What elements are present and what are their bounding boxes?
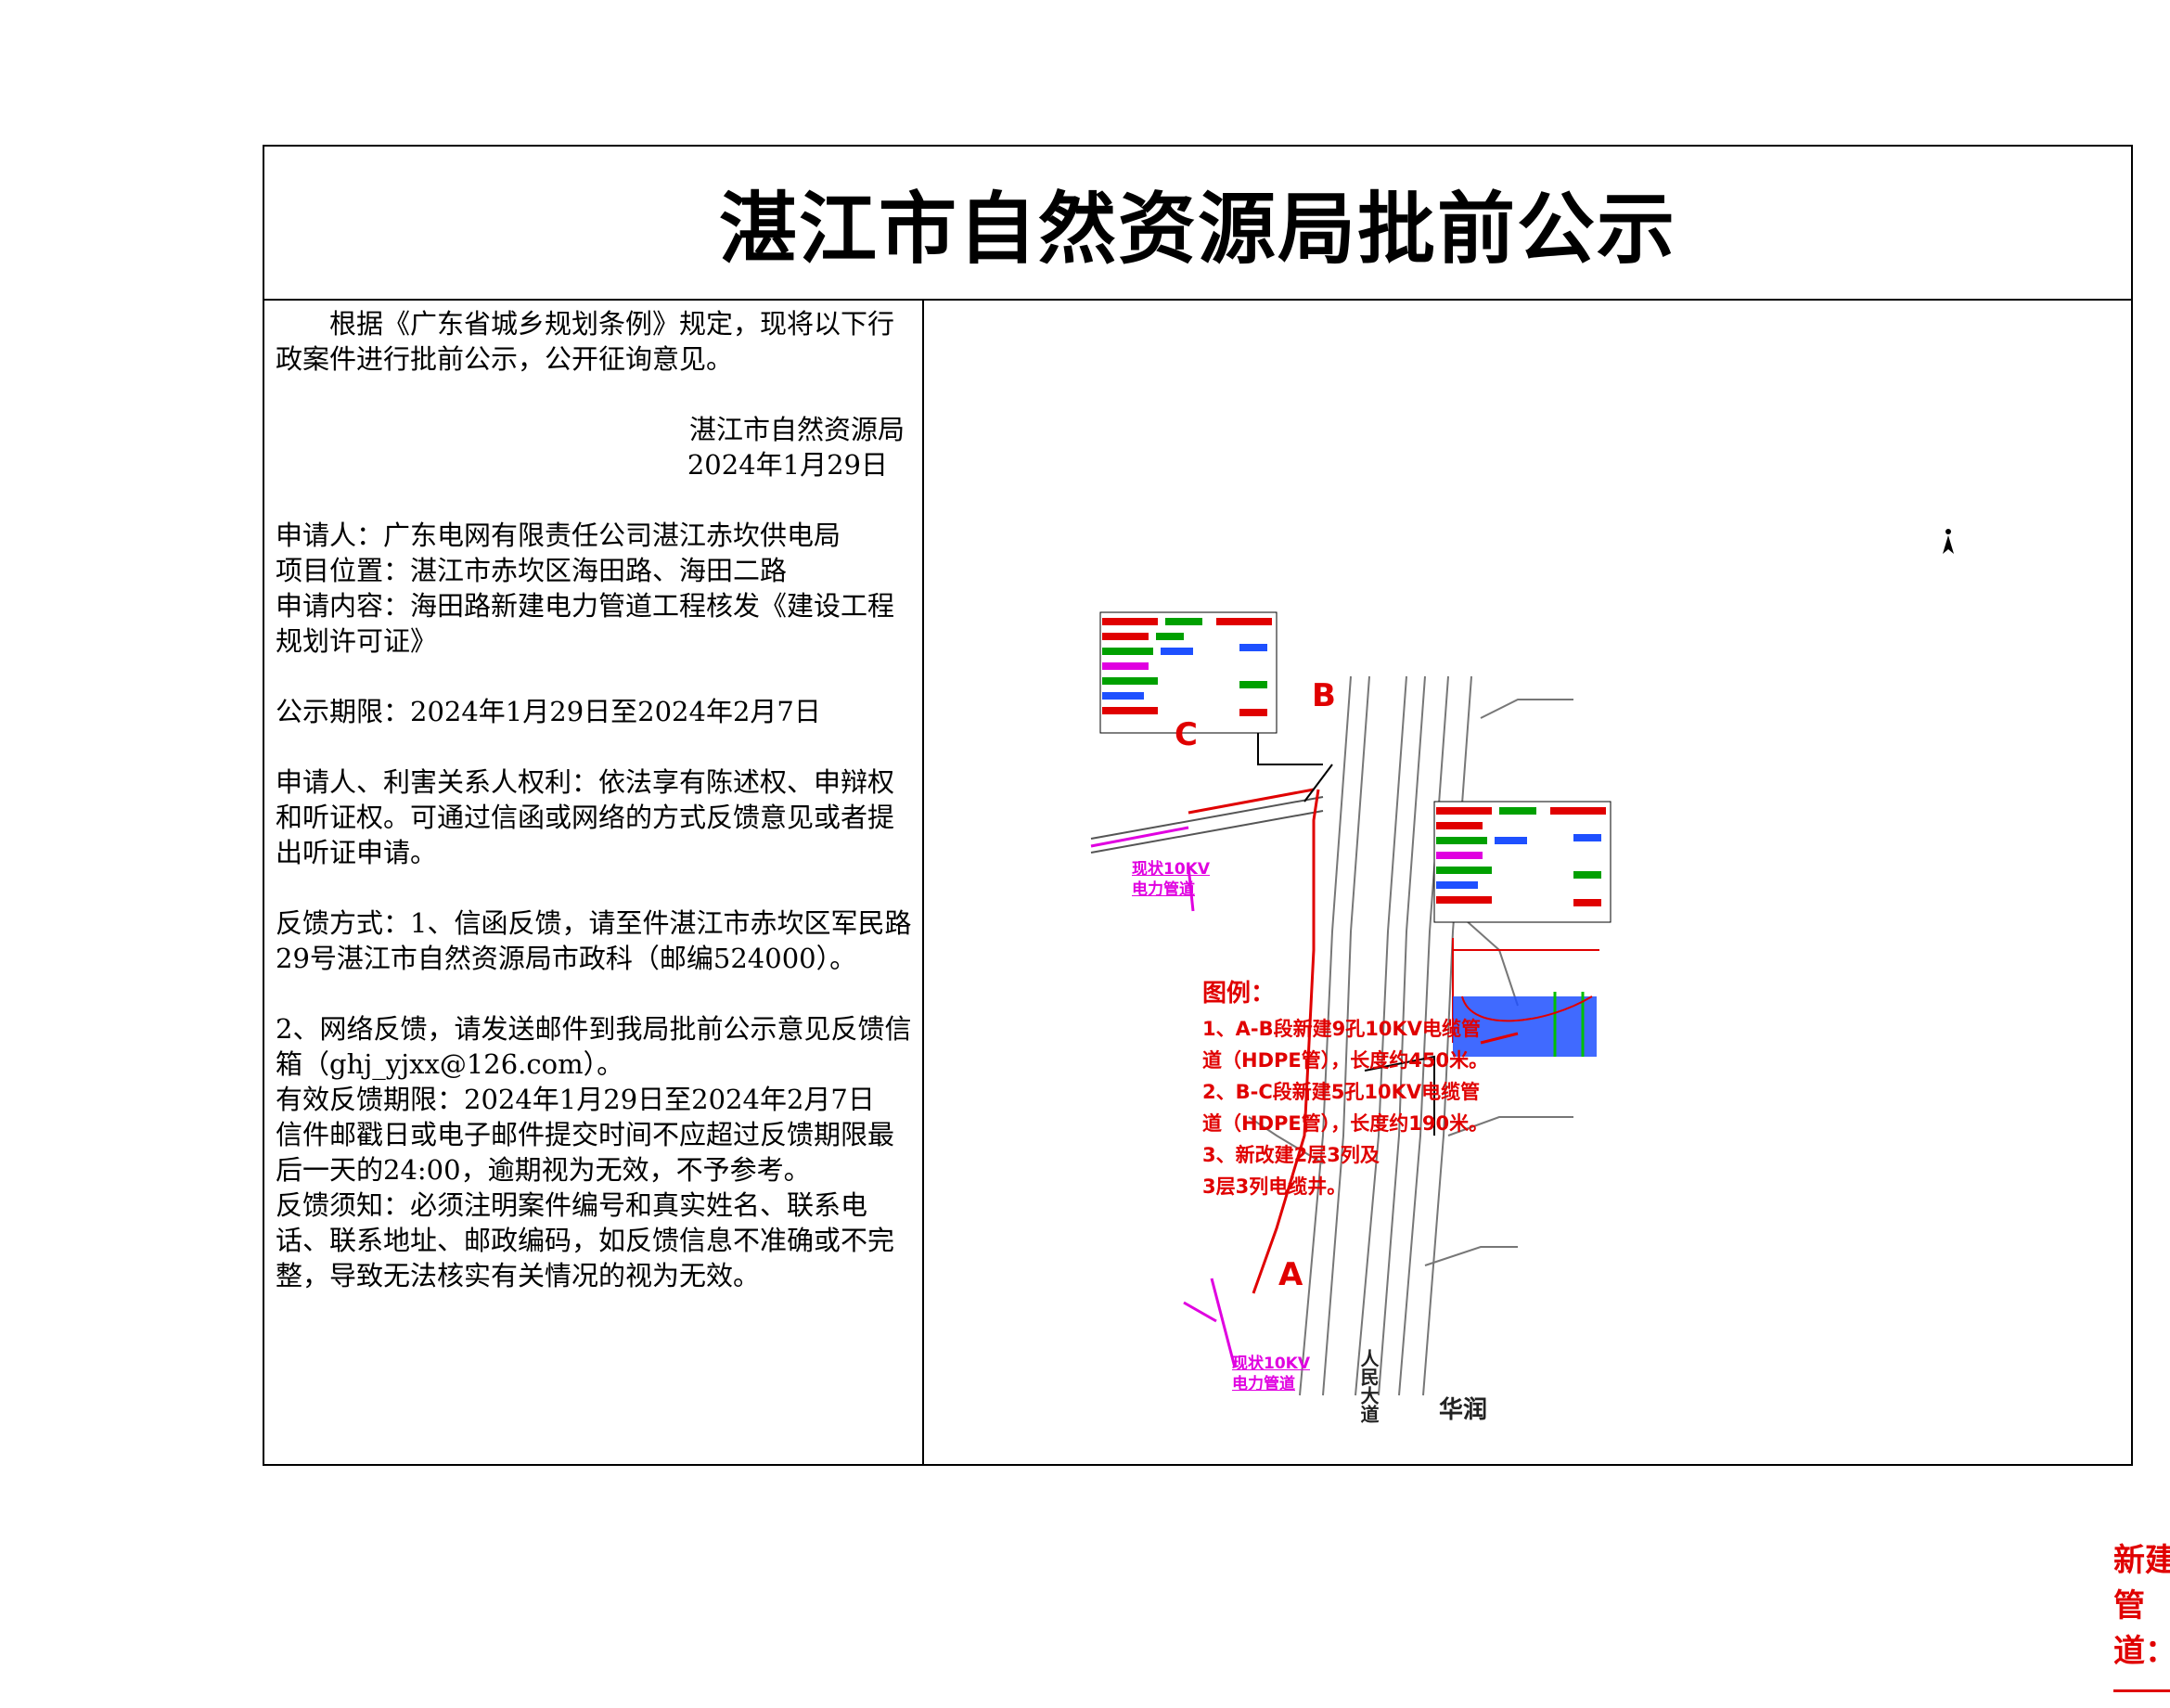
applicant: 申请人：广东电网有限责任公司湛江赤坎供电局 <box>276 520 841 551</box>
feedback-online: 2、网络反馈，请发送邮件到我局批前公示意见反馈信箱（ghj_yjxx@126.c… <box>276 1013 912 1080</box>
site-plan-drawing <box>1090 529 1954 1396</box>
project-location: 项目位置：湛江市赤坎区海田路、海田二路 <box>276 555 788 586</box>
rights-text: 申请人、利害关系人权利：依法享有陈述权、申辩权和听证权。可通过信函或网络的方式反… <box>276 766 895 868</box>
column-divider <box>922 299 924 1464</box>
title-row: 湛江市自然资源局批前公示 <box>264 147 2131 301</box>
legend-title: 图例： <box>1202 980 1276 1008</box>
legend-item: 2、B-C段新建5孔10KV电缆管 <box>1202 1081 1481 1103</box>
existing-pipe-label-bottom: 现状10KV 电力管道 <box>1232 1354 1310 1394</box>
existing-pipe <box>1090 826 1237 1368</box>
existing-pipe-label-2: 电力管道 <box>1232 1375 1295 1393</box>
issue-date: 2024年1月29日 <box>687 449 888 481</box>
point-b-label: B <box>1312 677 1336 714</box>
new-pipe-label: 新建管道： <box>2113 1542 2170 1670</box>
publicity-period: 公示期限：2024年1月29日至2024年2月7日 <box>276 696 821 727</box>
legend-item: 道（HDPE管），长度约450米。 <box>1202 1049 1489 1072</box>
existing-pipe-label-1: 现状10KV <box>1232 1355 1310 1373</box>
new-pipe-legend: 新建管道： <box>2113 1535 2170 1708</box>
road-label-huarun: 华润 <box>1439 1396 1488 1424</box>
postmark-rule: 信件邮戳日或电子邮件提交时间不应超过反馈期限最后一天的24:00，逾期视为无效，… <box>276 1119 895 1186</box>
legend-item: 3层3列电缆井。 <box>1202 1175 1347 1198</box>
existing-pipe-label-2: 电力管道 <box>1132 880 1195 899</box>
new-pipe <box>1188 788 1320 1294</box>
notice-text: 根据《广东省城乡规划条例》规定，现将以下行政案件进行批前公示，公开征询意见。 湛… <box>276 306 916 1293</box>
intro-text: 根据《广东省城乡规划条例》规定，现将以下行政案件进行批前公示，公开征询意见。 <box>276 308 895 375</box>
cable-well-section <box>1452 938 1599 1057</box>
issuer-name: 湛江市自然资源局 <box>688 414 905 445</box>
legend-item: 1、A-B段新建9孔10KV电缆管 <box>1202 1018 1481 1040</box>
legend: 图例： 1、A-B段新建9孔10KV电缆管 道（HDPE管），长度约450米。 … <box>1202 978 1488 1202</box>
valid-period: 有效反馈期限：2024年1月29日至2024年2月7日 <box>276 1084 875 1115</box>
cable-table-2 <box>1433 801 1611 923</box>
legend-item: 3、新改建2层3列及 <box>1202 1144 1380 1166</box>
notice-frame: 湛江市自然资源局批前公示 根据《广东省城乡规划条例》规定，现将以下行政案件进行批… <box>263 145 2170 1692</box>
side-road <box>1090 796 1324 854</box>
existing-pipe-label-1: 现状10KV <box>1132 860 1210 879</box>
point-c-label: C <box>1175 716 1198 753</box>
north-arrow-icon <box>1943 529 1954 554</box>
legend-item: 道（HDPE管），长度约190米。 <box>1202 1112 1489 1135</box>
site-plan-map: C B A 现状10KV 电力管道 现状10KV 电力管道 人民大道 华润 图例… <box>924 301 2170 1692</box>
feedback-notes: 反馈须知：必须注明案件编号和真实姓名、联系电话、联系地址、邮政编码，如反馈信息不… <box>276 1189 895 1291</box>
page-title: 湛江市自然资源局批前公示 <box>718 182 1676 275</box>
feedback-mail: 反馈方式：1、信函反馈，请至件湛江市赤坎区军民路29号湛江市自然资源局市政科（邮… <box>276 907 912 974</box>
existing-pipe-label-top: 现状10KV 电力管道 <box>1132 859 1210 900</box>
new-pipe-swatch <box>2113 1689 2170 1692</box>
road-label-people: 人民大道 <box>1357 1349 1380 1423</box>
point-a-label: A <box>1278 1256 1303 1293</box>
application-content: 申请内容：海田路新建电力管道工程核发《建设工程规划许可证》 <box>276 590 895 657</box>
cable-table-1 <box>1099 611 1278 734</box>
